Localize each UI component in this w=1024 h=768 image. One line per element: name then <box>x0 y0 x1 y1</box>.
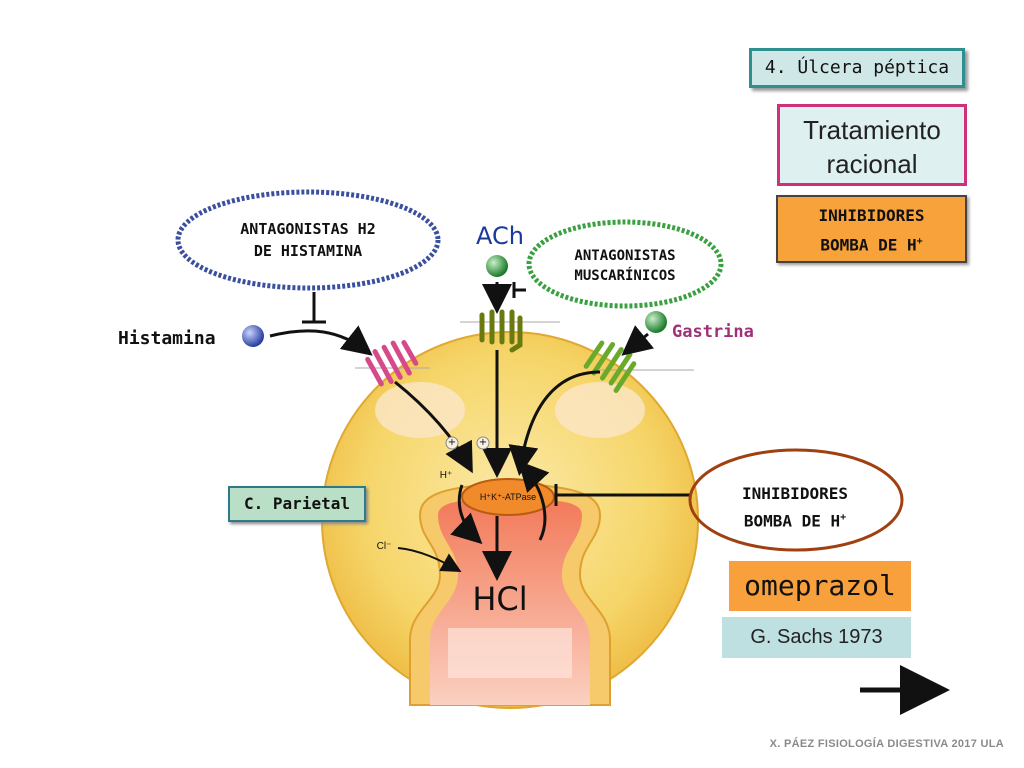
muscarinic-antagonists-ellipse <box>526 219 724 309</box>
gastrina-label: Gastrina <box>672 322 754 342</box>
musc-block <box>512 282 526 298</box>
histamine-ligand <box>242 325 264 347</box>
stimulus-plus-marker <box>476 436 490 450</box>
slide-title: 4. Úlcera péptica <box>749 48 965 88</box>
h2-antagonists-label: ANTAGONISTAS H2 DE HISTAMINA <box>240 220 376 260</box>
h-ion-arrow <box>450 484 483 545</box>
pump-block <box>554 484 690 506</box>
ach-ligand <box>486 255 508 277</box>
h2-block <box>302 292 326 324</box>
muscarinic-antagonists-label: ANTAGONISTAS MUSCARÍNICOS <box>574 248 676 284</box>
gastrin-arrow <box>621 325 655 356</box>
discovery-box: G. Sachs 1973 <box>722 617 911 658</box>
hcl-label: HCl <box>472 580 528 618</box>
pump-inhibitors-ellipse <box>688 448 904 552</box>
ach-label: ACh <box>476 222 524 250</box>
k-ion-label: K⁺ <box>534 470 546 481</box>
pump-inhibitors-ellipse-label: INHIBIDORES BOMBA DE H+ <box>742 484 848 531</box>
treatment-line2: racional <box>826 149 918 179</box>
h2-antagonists-ellipse <box>175 189 441 291</box>
h-ion-label: H⁺ <box>439 470 453 481</box>
inhibitors-line1: INHIBIDORES <box>818 206 925 225</box>
cl-ion-arrow <box>397 547 462 572</box>
histamine-h2-receptor <box>365 339 419 387</box>
gastrin-receptor <box>583 340 637 393</box>
parietal-cell-label: C. Parietal <box>228 486 366 522</box>
proton-pump-label: H⁺K⁺-ATPase <box>479 492 537 502</box>
stimulus-plus-marker <box>445 436 459 450</box>
cl-ion-label: Cl⁻ <box>376 541 392 552</box>
lumen-opening <box>448 628 572 678</box>
footer-credit: X. PÁEZ FISIOLOGÍA DIGESTIVA 2017 ULA <box>769 738 1004 750</box>
treatment-box: Tratamiento racional <box>777 104 967 186</box>
cell-highlight <box>375 382 465 438</box>
signal-arrow <box>508 370 601 476</box>
k-ion-arrow <box>517 460 550 541</box>
histamine-arrow <box>269 325 373 356</box>
gastrin-ligand <box>645 311 667 333</box>
signal-arrow <box>394 380 473 474</box>
plus-sign: + <box>478 437 488 448</box>
cell-highlight <box>555 382 645 438</box>
ach-muscarinic-receptor <box>479 309 523 353</box>
pump-inhibitors-box: INHIBIDORES BOMBA DE H+ <box>776 195 967 263</box>
omeprazol-box: omeprazol <box>729 561 911 611</box>
inhibitors-line2: BOMBA DE H+ <box>820 235 923 255</box>
plus-sign: + <box>447 437 457 448</box>
treatment-line1: Tratamiento <box>803 115 941 145</box>
histamina-label: Histamina <box>118 328 216 349</box>
